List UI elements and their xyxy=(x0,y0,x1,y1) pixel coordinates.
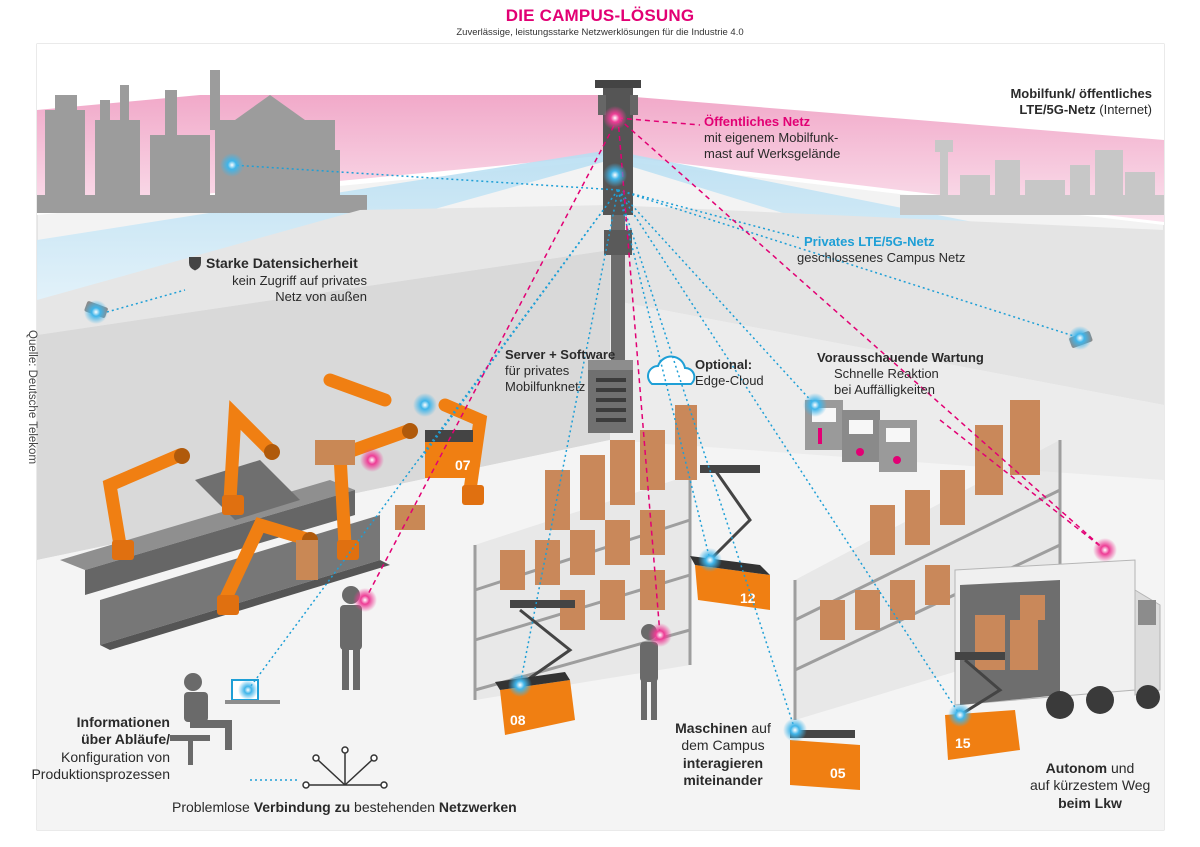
edge-line1: Edge-Cloud xyxy=(695,373,764,388)
private-net-line1: geschlossenes Campus Netz xyxy=(797,250,966,265)
pallets xyxy=(296,440,425,580)
public-net-line2: mast auf Werksgelände xyxy=(704,146,841,161)
autonom-line1: Autonom und xyxy=(1030,760,1150,776)
maintenance-line2: bei Auffälligkeiten xyxy=(834,382,935,397)
signal-nodes xyxy=(84,106,1117,742)
maintenance-title: Vorausschauende Wartung xyxy=(817,350,984,365)
machines-bold: Maschinen xyxy=(675,720,748,736)
back-wall-left xyxy=(37,205,610,335)
server-line1: für privates xyxy=(505,363,570,378)
connect-p2: Verbindung zu xyxy=(253,799,351,815)
back-wall-right xyxy=(610,205,1164,405)
side-wall-left xyxy=(37,250,610,560)
shelf-middle xyxy=(473,405,697,700)
agv-number-1: 08 xyxy=(510,712,526,728)
connect-p1: Problemlose xyxy=(172,799,254,815)
maintenance-line1: Schnelle Reaktion xyxy=(834,366,939,381)
edge-title: Optional: xyxy=(695,357,753,372)
agv-number-3: 05 xyxy=(830,765,846,781)
agv-number-4: 15 xyxy=(955,735,971,751)
shield-icon xyxy=(188,256,202,271)
server-icon xyxy=(588,360,633,433)
autonom-bold: Autonom xyxy=(1045,760,1108,776)
public-signal-lines xyxy=(364,117,1106,636)
autonom-line2: auf kürzestem Weg xyxy=(1030,777,1151,793)
private-net-title: Privates LTE/5G-Netz xyxy=(804,234,935,249)
page-title: DIE CAMPUS-LÖSUNG xyxy=(505,6,695,25)
mobile-public-rest: (Internet) xyxy=(1095,102,1152,117)
truck xyxy=(954,559,1161,719)
security-line2: Netz von außen xyxy=(275,289,367,304)
machines-rest: auf xyxy=(747,720,771,736)
private-signal-lines xyxy=(106,164,1081,781)
machines-line2: dem Campus xyxy=(681,737,765,753)
info-line2: über Abläufe/ xyxy=(81,731,170,747)
source-credit: Quelle: Deutsche Telekom xyxy=(26,330,38,465)
machines-line3: interagieren xyxy=(682,755,764,771)
security-title: Starke Datensicherheit xyxy=(206,255,358,271)
autonom-rest: und xyxy=(1107,760,1135,776)
connect-p3: bestehenden xyxy=(350,799,439,815)
info-line4: Produktionsprozessen xyxy=(31,766,170,782)
security-line1: kein Zugriff auf privates xyxy=(232,273,367,288)
city-silhouette xyxy=(900,140,1164,215)
server-title: Server + Software xyxy=(505,347,616,362)
public-net-line1: mit eigenem Mobilfunk- xyxy=(704,130,839,145)
network-icon xyxy=(302,746,388,789)
factory-silhouette xyxy=(37,70,367,213)
info-line1: Informationen xyxy=(76,714,170,730)
mobile-public-line2: LTE/5G-Netz (Internet) xyxy=(1019,102,1152,118)
machines-line4: miteinander xyxy=(683,772,763,788)
factory-agv: 07 xyxy=(425,430,473,478)
cloud-icon xyxy=(647,355,696,385)
page-subtitle: Zuverlässige, leistungsstarke Netzwerklö… xyxy=(456,27,744,38)
machines-line1: Maschinen auf xyxy=(668,720,778,736)
connect-p4: Netzwerken xyxy=(438,799,517,815)
mobile-public-bold: LTE/5G-Netz xyxy=(1019,102,1096,117)
mobile-public-line1: Mobilfunk/ öffentliches xyxy=(1010,86,1152,101)
agv-number-factory: 07 xyxy=(455,457,471,473)
autonom-line3: beim Lkw xyxy=(1058,795,1122,811)
agv-3: 05 xyxy=(790,730,860,790)
robot-bases xyxy=(112,485,484,615)
server-line2: Mobilfunknetz xyxy=(505,379,586,394)
connect-caption: Problemlose Verbindung zu bestehenden Ne… xyxy=(172,799,517,815)
public-net-title: Öffentliches Netz xyxy=(704,114,811,129)
info-line3: Konfiguration von xyxy=(61,749,170,765)
agv-number-2: 12 xyxy=(740,590,756,606)
